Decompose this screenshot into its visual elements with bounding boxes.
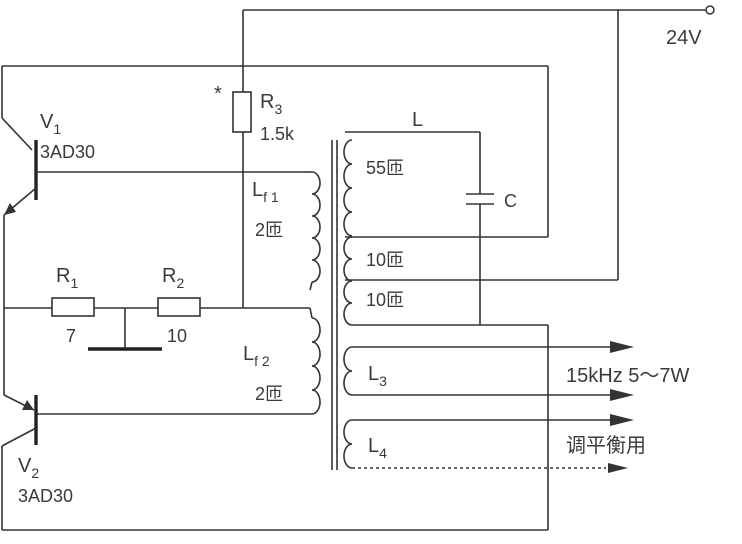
output-frequency: 15kHz 5～7W [566, 365, 689, 387]
l3-winding [343, 341, 634, 401]
winding-10b-label: 10匝 [366, 290, 404, 310]
r2-value: 10 [167, 326, 187, 346]
winding-10a-label: 10匝 [366, 250, 404, 270]
r2-resistor [157, 297, 201, 317]
output-note: 调平衡用 [566, 434, 646, 457]
r1-resistor [51, 297, 95, 317]
lf1-winding [305, 171, 321, 291]
v2-model: 3AD30 [18, 486, 73, 506]
supply-label: 24V [666, 27, 702, 49]
r1-value: 7 [66, 326, 76, 346]
l3-name: L3 [368, 363, 387, 389]
r2-name: R2 [162, 265, 184, 291]
r3-mark: * [214, 83, 222, 105]
lf2-winding [36, 307, 321, 415]
primary-winding [343, 131, 549, 400]
supply-terminal [705, 5, 715, 15]
supply-rail [242, 5, 715, 281]
r1-name: R1 [56, 265, 78, 291]
v1-collector-loop [1, 65, 549, 238]
v1-name: V1 [40, 111, 61, 137]
l4-winding [343, 414, 634, 473]
lf1-name: Lf 1 [252, 179, 279, 205]
v2-transistor [1, 380, 549, 531]
v1-model: 3AD30 [40, 142, 95, 162]
v2-name: V2 [18, 455, 39, 481]
transformer-label: L [412, 109, 423, 131]
bias-network [4, 172, 310, 351]
r3-value: 1.5k [260, 124, 295, 144]
r3-name: R3 [260, 91, 282, 117]
l4-name: L4 [368, 435, 387, 461]
winding-55-label: 55匝 [366, 158, 404, 178]
lf2-name: Lf 2 [243, 343, 270, 369]
capacitor-label: C [504, 191, 517, 211]
v1-transistor [3, 140, 305, 380]
tuning-capacitor [466, 190, 494, 210]
r3-resistor [232, 91, 252, 172]
transformer-core [331, 140, 338, 470]
lf2-turns: 2匝 [255, 384, 283, 404]
lf1-turns: 2匝 [255, 220, 283, 240]
